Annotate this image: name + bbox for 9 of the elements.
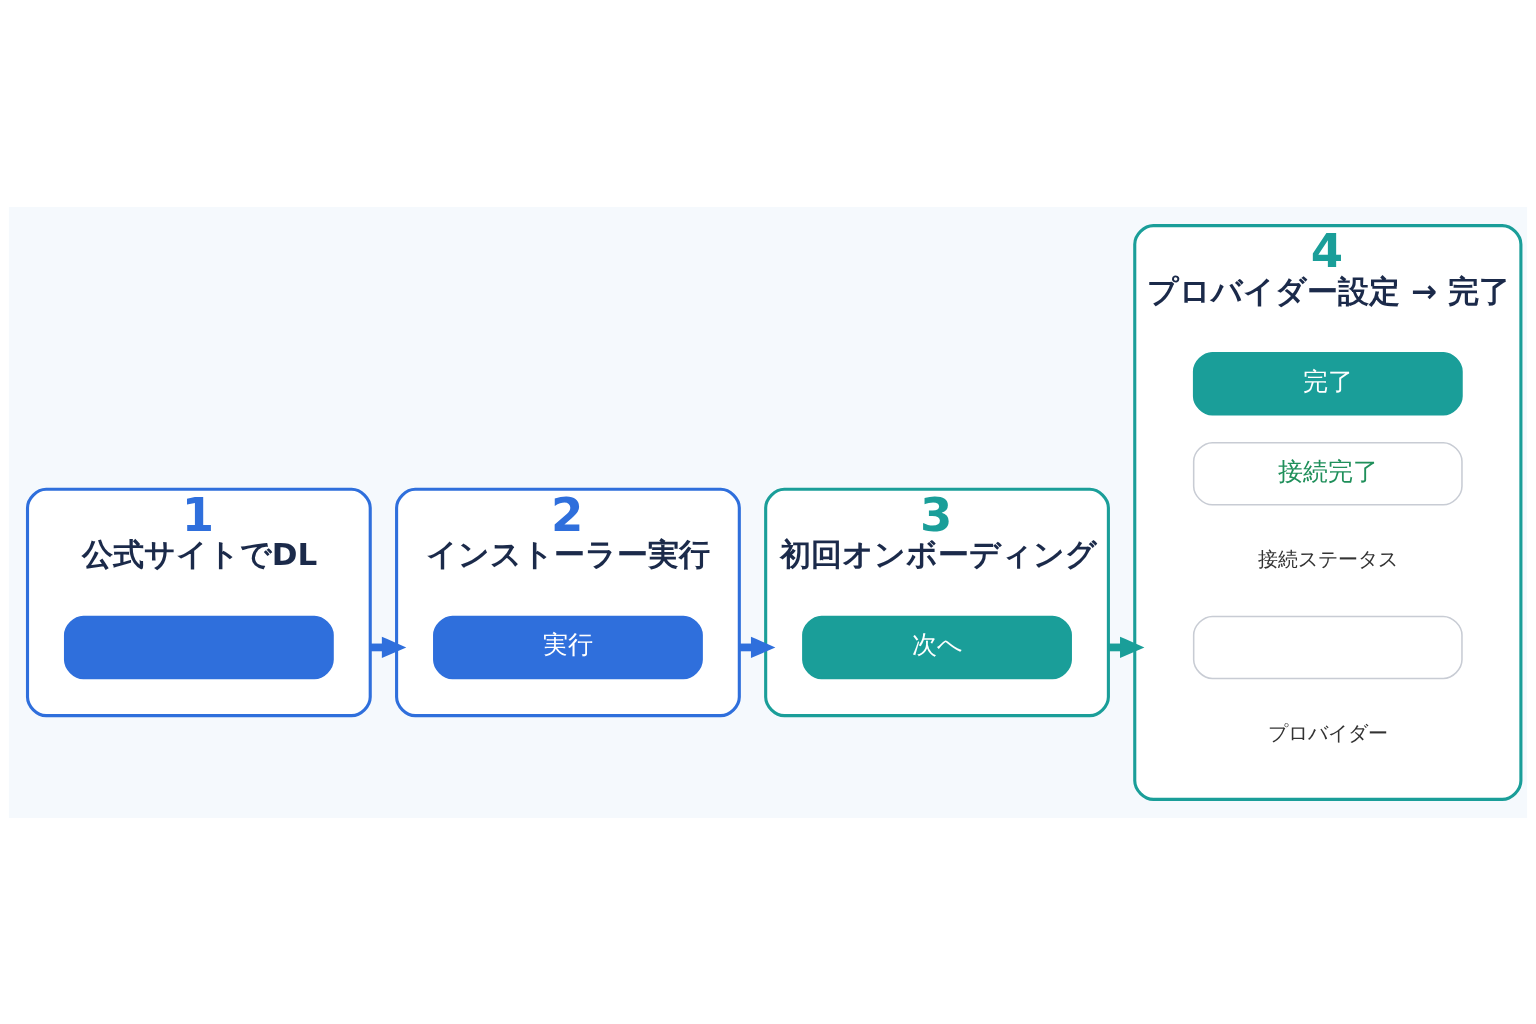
node-box [63, 615, 334, 679]
node-label: プロバイダー [1267, 720, 1388, 745]
node-box: 完了 [1192, 351, 1463, 416]
node-box [1192, 615, 1463, 679]
node-box: 接続完了 [1192, 441, 1463, 506]
cluster: 1 公式サイトでDL [25, 487, 372, 717]
node-box: 実行 [433, 615, 703, 679]
node-box: 次へ [802, 615, 1072, 679]
node-label: 接続ステータス [1257, 546, 1398, 571]
